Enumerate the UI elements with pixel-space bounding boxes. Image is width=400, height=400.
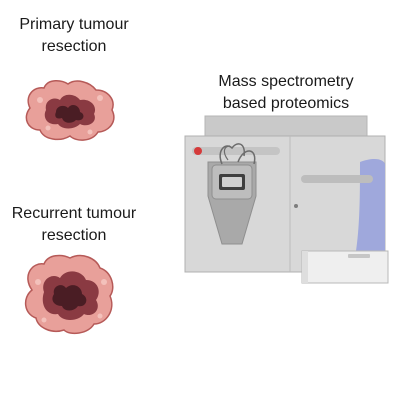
mass-spectrometry-label: Mass spectrometry based proteomics — [186, 71, 386, 115]
primary-tumour-label: Primary tumour resection — [0, 14, 148, 58]
primary-tumour-icon — [25, 80, 115, 141]
mass-spectrometer-icon — [184, 115, 389, 284]
primary-tumour-label-line2: resection — [41, 38, 107, 55]
recurrent-tumour-label: Recurrent tumour resection — [0, 203, 148, 247]
primary-tumour-label-line1: Primary tumour — [19, 16, 129, 33]
mass-spectrometry-label-line1: Mass spectrometry — [218, 73, 354, 90]
recurrent-tumour-icon — [24, 254, 114, 335]
recurrent-tumour-label-line2: resection — [41, 227, 107, 244]
indicator-light-icon — [194, 147, 202, 155]
recurrent-tumour-label-line1: Recurrent tumour — [11, 205, 137, 222]
mass-spectrometry-label-line2: based proteomics — [222, 95, 350, 112]
